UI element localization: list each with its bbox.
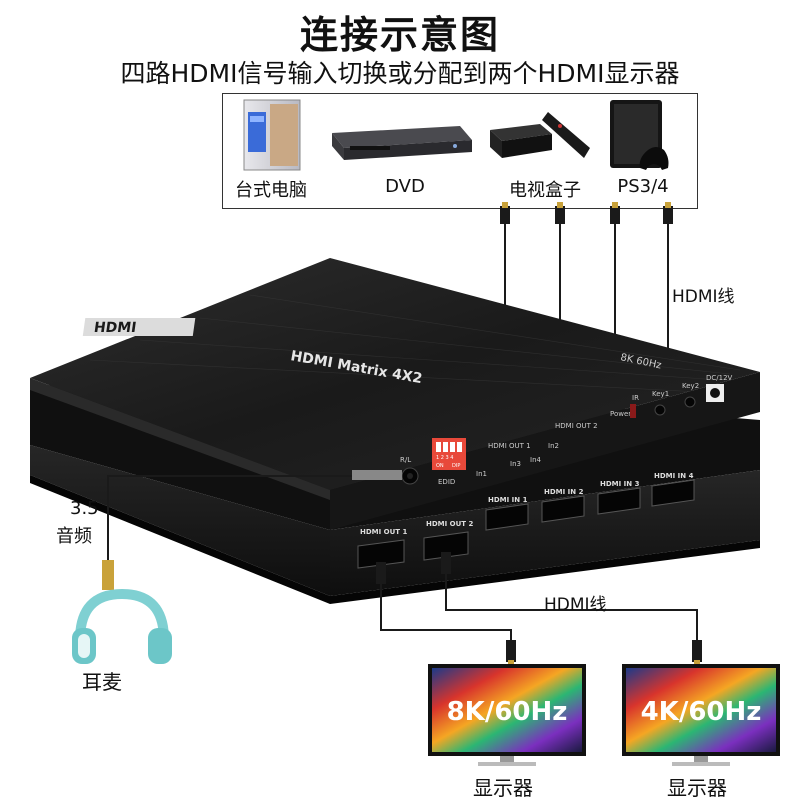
audio-size-label: 3.5 — [70, 498, 99, 519]
in-led-1: In1 — [476, 470, 487, 478]
headphone-label: 耳麦 — [82, 670, 122, 694]
monitor-2-resolution: 4K/60Hz — [641, 697, 762, 727]
hdmi-in-4-port: HDMI IN 4 — [651, 472, 695, 507]
hdmi-in-1-port: HDMI IN 1 — [485, 496, 529, 531]
headphone-icon — [72, 588, 172, 664]
audio-cable — [107, 475, 402, 590]
in-led-4: In4 — [530, 456, 542, 464]
monitor-2-label: 显示器 — [667, 776, 727, 800]
svg-text:HDMI IN 2: HDMI IN 2 — [544, 488, 584, 496]
page-subtitle: 四路HDMI信号输入切换或分配到两个HDMI显示器 — [120, 59, 680, 88]
svg-text:HDMI OUT 2: HDMI OUT 2 — [426, 520, 474, 528]
audio-jack-plug — [352, 470, 402, 480]
audio-text-label: 音频 — [56, 526, 92, 547]
ir-label: IR — [632, 394, 639, 402]
svg-text:HDMI: HDMI — [93, 320, 138, 336]
svg-text:HDMI OUT 1: HDMI OUT 1 — [360, 528, 408, 536]
rear-control-panel: R/L 1 2 3 4 ON DIP EDID HDMI OUT 1 HDMI … — [400, 374, 733, 486]
source-label-desktop: 台式电脑 — [235, 180, 307, 201]
hdmi-in-3-port: HDMI IN 3 — [597, 480, 641, 515]
out1-group-label: HDMI OUT 1 — [488, 442, 531, 450]
monitor-1-resolution: 8K/60Hz — [447, 697, 568, 727]
output-cable-connectors — [376, 552, 702, 666]
svg-text:1 2 3 4: 1 2 3 4 — [436, 455, 454, 461]
dc-label: DC/12V — [706, 374, 733, 382]
svg-text:HDMI IN 4: HDMI IN 4 — [654, 472, 694, 480]
source-cable-connectors — [500, 202, 673, 224]
tv-box-icon — [490, 112, 590, 158]
hdmi-input-ports: HDMI IN 1 HDMI IN 2 HDMI IN 3 HDMI IN 4 — [485, 472, 695, 531]
hdmi-output-ports: HDMI OUT 1 HDMI OUT 2 — [357, 520, 474, 569]
hdmi-in-2-port: HDMI IN 2 — [541, 488, 585, 523]
hdmi-cable-label-bottom: HDMI线 — [544, 595, 607, 615]
desktop-pc-icon — [243, 99, 301, 171]
hdmi-out-1-port: HDMI OUT 1 — [357, 528, 408, 569]
audio-plug-icon — [102, 560, 114, 590]
device-brand-logo: HDMI — [82, 318, 196, 336]
hdmi-cable-label-top: HDMI线 — [672, 287, 735, 307]
in-led-2: In2 — [548, 442, 559, 450]
edid-label: EDID — [438, 478, 455, 486]
monitor-1: 8K/60Hz — [428, 664, 586, 766]
svg-text:ON: ON — [436, 463, 444, 469]
key1-label: Key1 — [652, 390, 669, 398]
power-label: Power — [610, 410, 631, 418]
key2-label: Key2 — [682, 382, 699, 390]
in-led-3: In3 — [510, 460, 521, 468]
monitor-2: 4K/60Hz — [622, 664, 780, 766]
svg-text:DIP: DIP — [452, 463, 460, 469]
hdmi-matrix-device — [30, 258, 760, 604]
out2-group-label: HDMI OUT 2 — [555, 422, 598, 430]
page-title: 连接示意图 — [299, 13, 500, 57]
svg-text:HDMI IN 3: HDMI IN 3 — [600, 480, 640, 488]
source-label-dvd: DVD — [385, 176, 425, 197]
source-label-tvbox: 电视盒子 — [509, 180, 581, 201]
hdmi-out-2-port: HDMI OUT 2 — [423, 520, 474, 561]
dvd-player-icon — [332, 126, 472, 160]
svg-text:HDMI IN 1: HDMI IN 1 — [488, 496, 528, 504]
game-console-icon — [610, 100, 669, 170]
audio-port-label: R/L — [400, 456, 411, 464]
source-label-console: PS3/4 — [617, 176, 669, 197]
monitor-1-label: 显示器 — [473, 776, 533, 800]
